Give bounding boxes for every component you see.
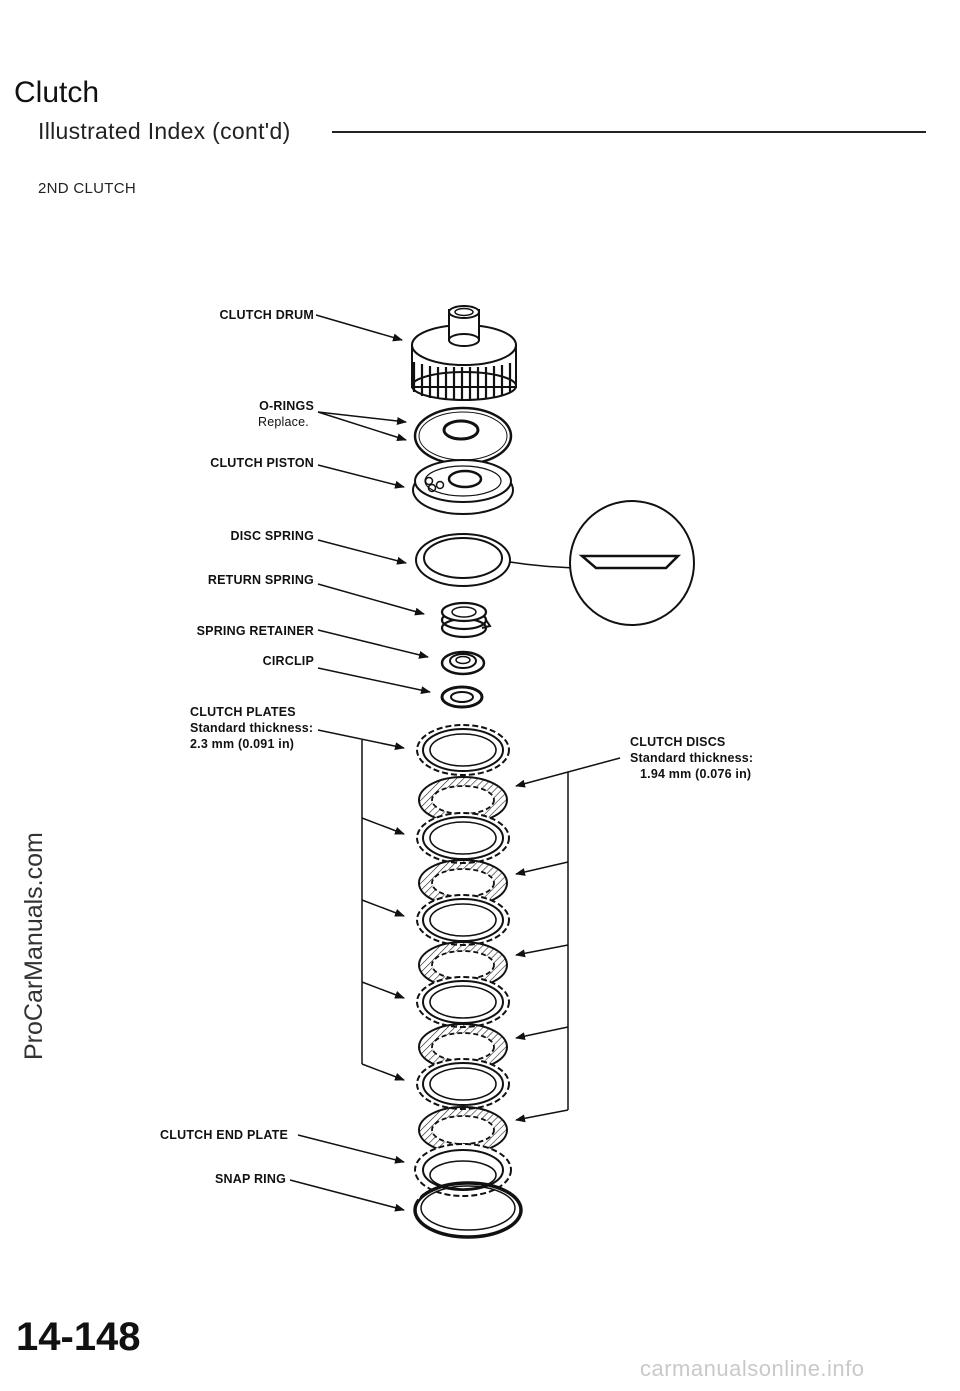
o-rings-drawing	[413, 406, 513, 466]
section-label: 2ND CLUTCH	[38, 180, 137, 197]
label-clutch-plates-value: 2.3 mm (0.091 in)	[190, 737, 294, 751]
label-clutch-discs-note: Standard thickness:	[630, 751, 753, 765]
return-spring-drawing	[440, 601, 492, 639]
clutch-drum-drawing	[411, 305, 517, 401]
footer-watermark: carmanualsonline.info	[640, 1356, 865, 1381]
label-clutch-discs: CLUTCH DISCS	[630, 735, 725, 749]
circlip-drawing	[440, 685, 484, 709]
label-disc-spring: DISC SPRING	[231, 529, 314, 543]
page-subtitle: Illustrated Index (cont'd)	[38, 118, 291, 144]
label-clutch-plates-note: Standard thickness:	[190, 721, 313, 735]
label-clutch-discs-value: 1.94 mm (0.076 in)	[640, 767, 751, 781]
label-o-rings: O-RINGS	[259, 399, 314, 413]
label-clutch-end-plate: CLUTCH END PLATE	[160, 1128, 288, 1142]
page-title: Clutch	[14, 76, 100, 109]
clutch-piston-drawing	[412, 459, 514, 515]
label-snap-ring: SNAP RING	[215, 1172, 286, 1186]
side-watermark: ProCarManuals.com	[20, 832, 48, 1060]
label-circlip: CIRCLIP	[263, 654, 314, 668]
label-clutch-plates: CLUTCH PLATES	[190, 705, 296, 719]
diagram-labels: CLUTCH DRUM O-RINGS Replace. CLUTCH PIST…	[160, 308, 753, 1186]
disc-spring-drawing	[415, 500, 695, 626]
leader-lines	[289, 314, 621, 1212]
label-clutch-drum: CLUTCH DRUM	[219, 308, 314, 322]
label-o-rings-note: Replace.	[258, 415, 309, 429]
label-spring-retainer: SPRING RETAINER	[197, 624, 314, 638]
spring-retainer-drawing	[440, 650, 486, 676]
clutch-pack-drawing	[416, 724, 510, 1154]
label-clutch-piston: CLUTCH PISTON	[210, 456, 314, 470]
page-number: 14-148	[16, 1315, 141, 1359]
header-rule	[332, 131, 926, 133]
snap-ring-drawing	[413, 1181, 523, 1239]
label-return-spring: RETURN SPRING	[208, 573, 314, 587]
